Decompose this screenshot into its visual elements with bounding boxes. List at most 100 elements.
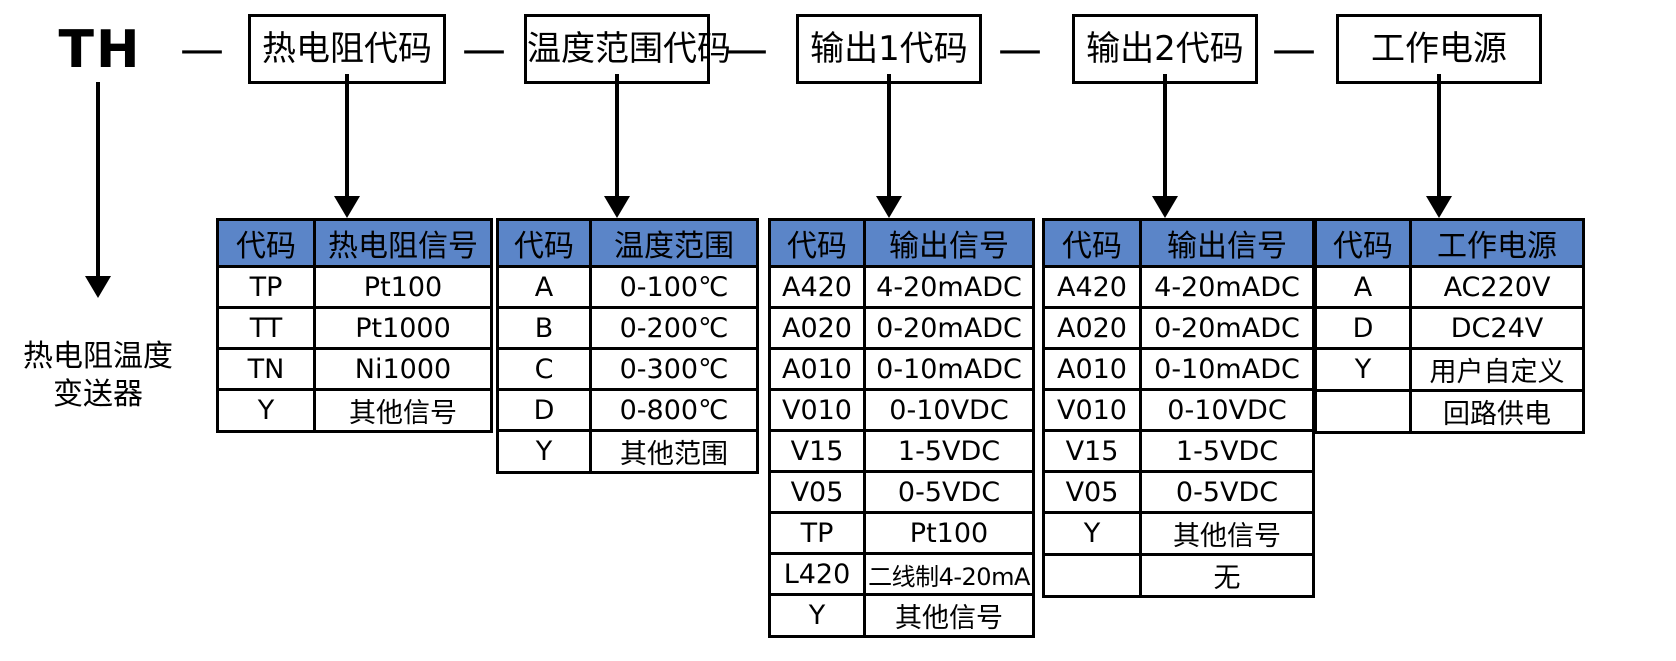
cell-value: 用户自定义 xyxy=(1409,347,1585,392)
cell-code: Y xyxy=(216,388,316,433)
output1-table: 代码 输出信号 A420 4-20mADC A020 0-20mADC A010… xyxy=(768,218,1035,638)
cell-value: Pt100 xyxy=(863,511,1035,555)
output2-table: 代码 输出信号 A420 4-20mADC A020 0-20mADC A010… xyxy=(1042,218,1315,598)
cell-value: AC220V xyxy=(1409,265,1585,309)
cell-code: A420 xyxy=(1042,265,1142,309)
table-row: Y 其他范围 xyxy=(496,429,759,474)
table-row: TP Pt100 xyxy=(768,511,1035,555)
cell-code: V15 xyxy=(768,429,866,473)
table-row: 无 xyxy=(1042,553,1315,598)
cell-value: 0-20mADC xyxy=(1139,306,1315,350)
cell-value: 1-5VDC xyxy=(1139,429,1315,473)
temp-range-table: 代码 温度范围 A 0-100℃ B 0-200℃ C 0-300℃ D 0-8… xyxy=(496,218,759,474)
cell-code: D xyxy=(496,388,592,432)
cell-value: DC24V xyxy=(1409,306,1585,350)
cell-value: Ni1000 xyxy=(313,347,493,391)
cell-code xyxy=(1042,553,1142,598)
cell-value: 其他信号 xyxy=(863,593,1035,638)
power-supply-table: 代码 工作电源 A AC220V D DC24V Y 用户自定义 回路供电 xyxy=(1314,218,1585,434)
product-name-line2: 变送器 xyxy=(53,377,143,412)
cell-code: A020 xyxy=(1042,306,1142,350)
cell-code: A010 xyxy=(1042,347,1142,391)
cell-value: 0-5VDC xyxy=(1139,470,1315,514)
table-row: TN Ni1000 xyxy=(216,347,493,391)
table-row: Y 其他信号 xyxy=(768,593,1035,638)
cell-value: 0-10mADC xyxy=(1139,347,1315,391)
cell-value: 0-200℃ xyxy=(589,306,759,350)
cell-code: B xyxy=(496,306,592,350)
connector-line-output2 xyxy=(1163,74,1167,202)
table-row: Y 其他信号 xyxy=(216,388,493,433)
table-row: A420 4-20mADC xyxy=(768,265,1035,309)
separator-dash-1: — xyxy=(180,24,224,75)
separator-dash-3: — xyxy=(724,24,768,75)
rtd-code-table: 代码 热电阻信号 TP Pt100 TT Pt1000 TN Ni1000 Y … xyxy=(216,218,493,433)
connector-line-rtd xyxy=(345,74,349,202)
segment-box-output1-code: 输出1代码 xyxy=(796,14,982,84)
cell-value: 其他信号 xyxy=(1139,511,1315,556)
column-header-code: 代码 xyxy=(1042,218,1142,268)
table-row: Y 用户自定义 xyxy=(1314,347,1585,392)
product-name-line1: 热电阻温度 xyxy=(23,339,173,374)
table-row: V05 0-5VDC xyxy=(768,470,1035,514)
cell-code: TT xyxy=(216,306,316,350)
arrow-head-output1 xyxy=(876,196,902,218)
cell-code: A020 xyxy=(768,306,866,350)
cell-value: Pt100 xyxy=(313,265,493,309)
model-prefix-TH: TH xyxy=(58,20,142,80)
cell-code xyxy=(1314,389,1412,434)
cell-code: TP xyxy=(768,511,866,555)
table-row: A010 0-10mADC xyxy=(768,347,1035,391)
cell-value: 二线制4-20mA xyxy=(863,552,1035,596)
table-row: V010 0-10VDC xyxy=(1042,388,1315,432)
column-header-code: 代码 xyxy=(496,218,592,268)
cell-code: D xyxy=(1314,306,1412,350)
cell-value: 0-10mADC xyxy=(863,347,1035,391)
table-row: A010 0-10mADC xyxy=(1042,347,1315,391)
column-header-value: 工作电源 xyxy=(1409,218,1585,268)
table-row: A020 0-20mADC xyxy=(1042,306,1315,350)
arrow-head-rtd xyxy=(334,196,360,218)
model-code-row: TH — 热电阻代码 — 温度范围代码 — 输出1代码 — 输出2代码 — 工作… xyxy=(0,10,1676,94)
table-row: A AC220V xyxy=(1314,265,1585,309)
table-row: 回路供电 xyxy=(1314,389,1585,434)
connector-line-output1 xyxy=(887,74,891,202)
column-header-value: 输出信号 xyxy=(1139,218,1315,268)
cell-value: 1-5VDC xyxy=(863,429,1035,473)
cell-code: V010 xyxy=(768,388,866,432)
connector-line-temp xyxy=(615,74,619,202)
table-row: Y 其他信号 xyxy=(1042,511,1315,556)
table-header-row: 代码 输出信号 xyxy=(1042,218,1315,268)
column-header-code: 代码 xyxy=(768,218,866,268)
cell-value: Pt1000 xyxy=(313,306,493,350)
arrow-head-temp xyxy=(604,196,630,218)
table-row: L420 二线制4-20mA xyxy=(768,552,1035,596)
cell-value: 0-20mADC xyxy=(863,306,1035,350)
cell-value: 0-10VDC xyxy=(1139,388,1315,432)
cell-code: A xyxy=(496,265,592,309)
table-row: A420 4-20mADC xyxy=(1042,265,1315,309)
table-row: D DC24V xyxy=(1314,306,1585,350)
cell-value: 0-300℃ xyxy=(589,347,759,391)
cell-value: 0-5VDC xyxy=(863,470,1035,514)
segment-box-rtd-code: 热电阻代码 xyxy=(248,14,446,84)
table-row: B 0-200℃ xyxy=(496,306,759,350)
column-header-value: 温度范围 xyxy=(589,218,759,268)
cell-code: Y xyxy=(496,429,592,474)
cell-code: V15 xyxy=(1042,429,1142,473)
table-row: V010 0-10VDC xyxy=(768,388,1035,432)
cell-code: V010 xyxy=(1042,388,1142,432)
table-header-row: 代码 温度范围 xyxy=(496,218,759,268)
table-row: D 0-800℃ xyxy=(496,388,759,432)
connector-line-power xyxy=(1437,74,1441,202)
table-row: V05 0-5VDC xyxy=(1042,470,1315,514)
column-header-code: 代码 xyxy=(1314,218,1412,268)
segment-box-power-supply: 工作电源 xyxy=(1336,14,1542,84)
cell-value: 其他信号 xyxy=(313,388,493,433)
cell-code: Y xyxy=(768,593,866,638)
cell-code: L420 xyxy=(768,552,866,596)
table-row: TT Pt1000 xyxy=(216,306,493,350)
cell-code: V05 xyxy=(1042,470,1142,514)
column-header-value: 热电阻信号 xyxy=(313,218,493,268)
